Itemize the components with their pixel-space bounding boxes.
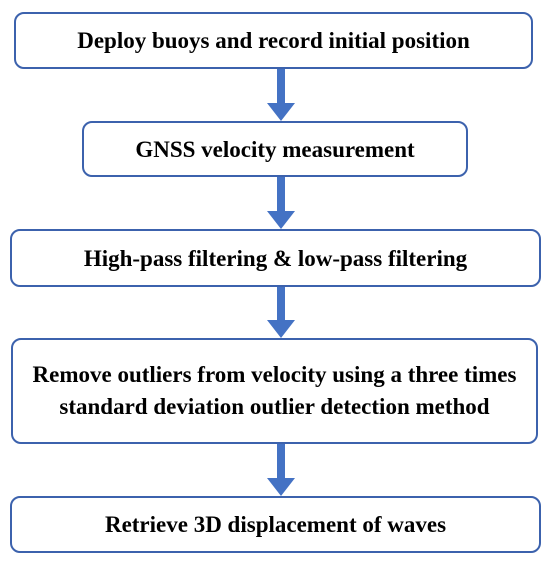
step-retrieve-displacement-label: Retrieve 3D displacement of waves [104, 512, 447, 537]
step-remove-outliers: Remove outliers from velocity using a th… [11, 338, 538, 444]
step-deploy-buoys-label: Deploy buoys and record initial position [77, 28, 470, 53]
step-deploy-buoys: Deploy buoys and record initial position [14, 12, 533, 69]
step-filtering-label: High-pass filtering & low-pass filtering [83, 245, 468, 271]
arrow-step1-to-step2 [267, 69, 295, 121]
step-filtering: High-pass filtering & low-pass filtering [10, 229, 541, 287]
arrow-step4-to-step5 [267, 444, 295, 496]
arrow-step2-to-step3 [267, 177, 295, 229]
step-gnss-velocity-measurement: GNSS velocity measurement [82, 121, 468, 177]
step-gnss-velocity-measurement-label: GNSS velocity measurement [135, 136, 415, 162]
step-retrieve-displacement: Retrieve 3D displacement of waves [10, 496, 541, 553]
arrow-step3-to-step4 [267, 287, 295, 338]
step-remove-outliers-label: Remove outliers from velocity using a th… [32, 362, 517, 419]
